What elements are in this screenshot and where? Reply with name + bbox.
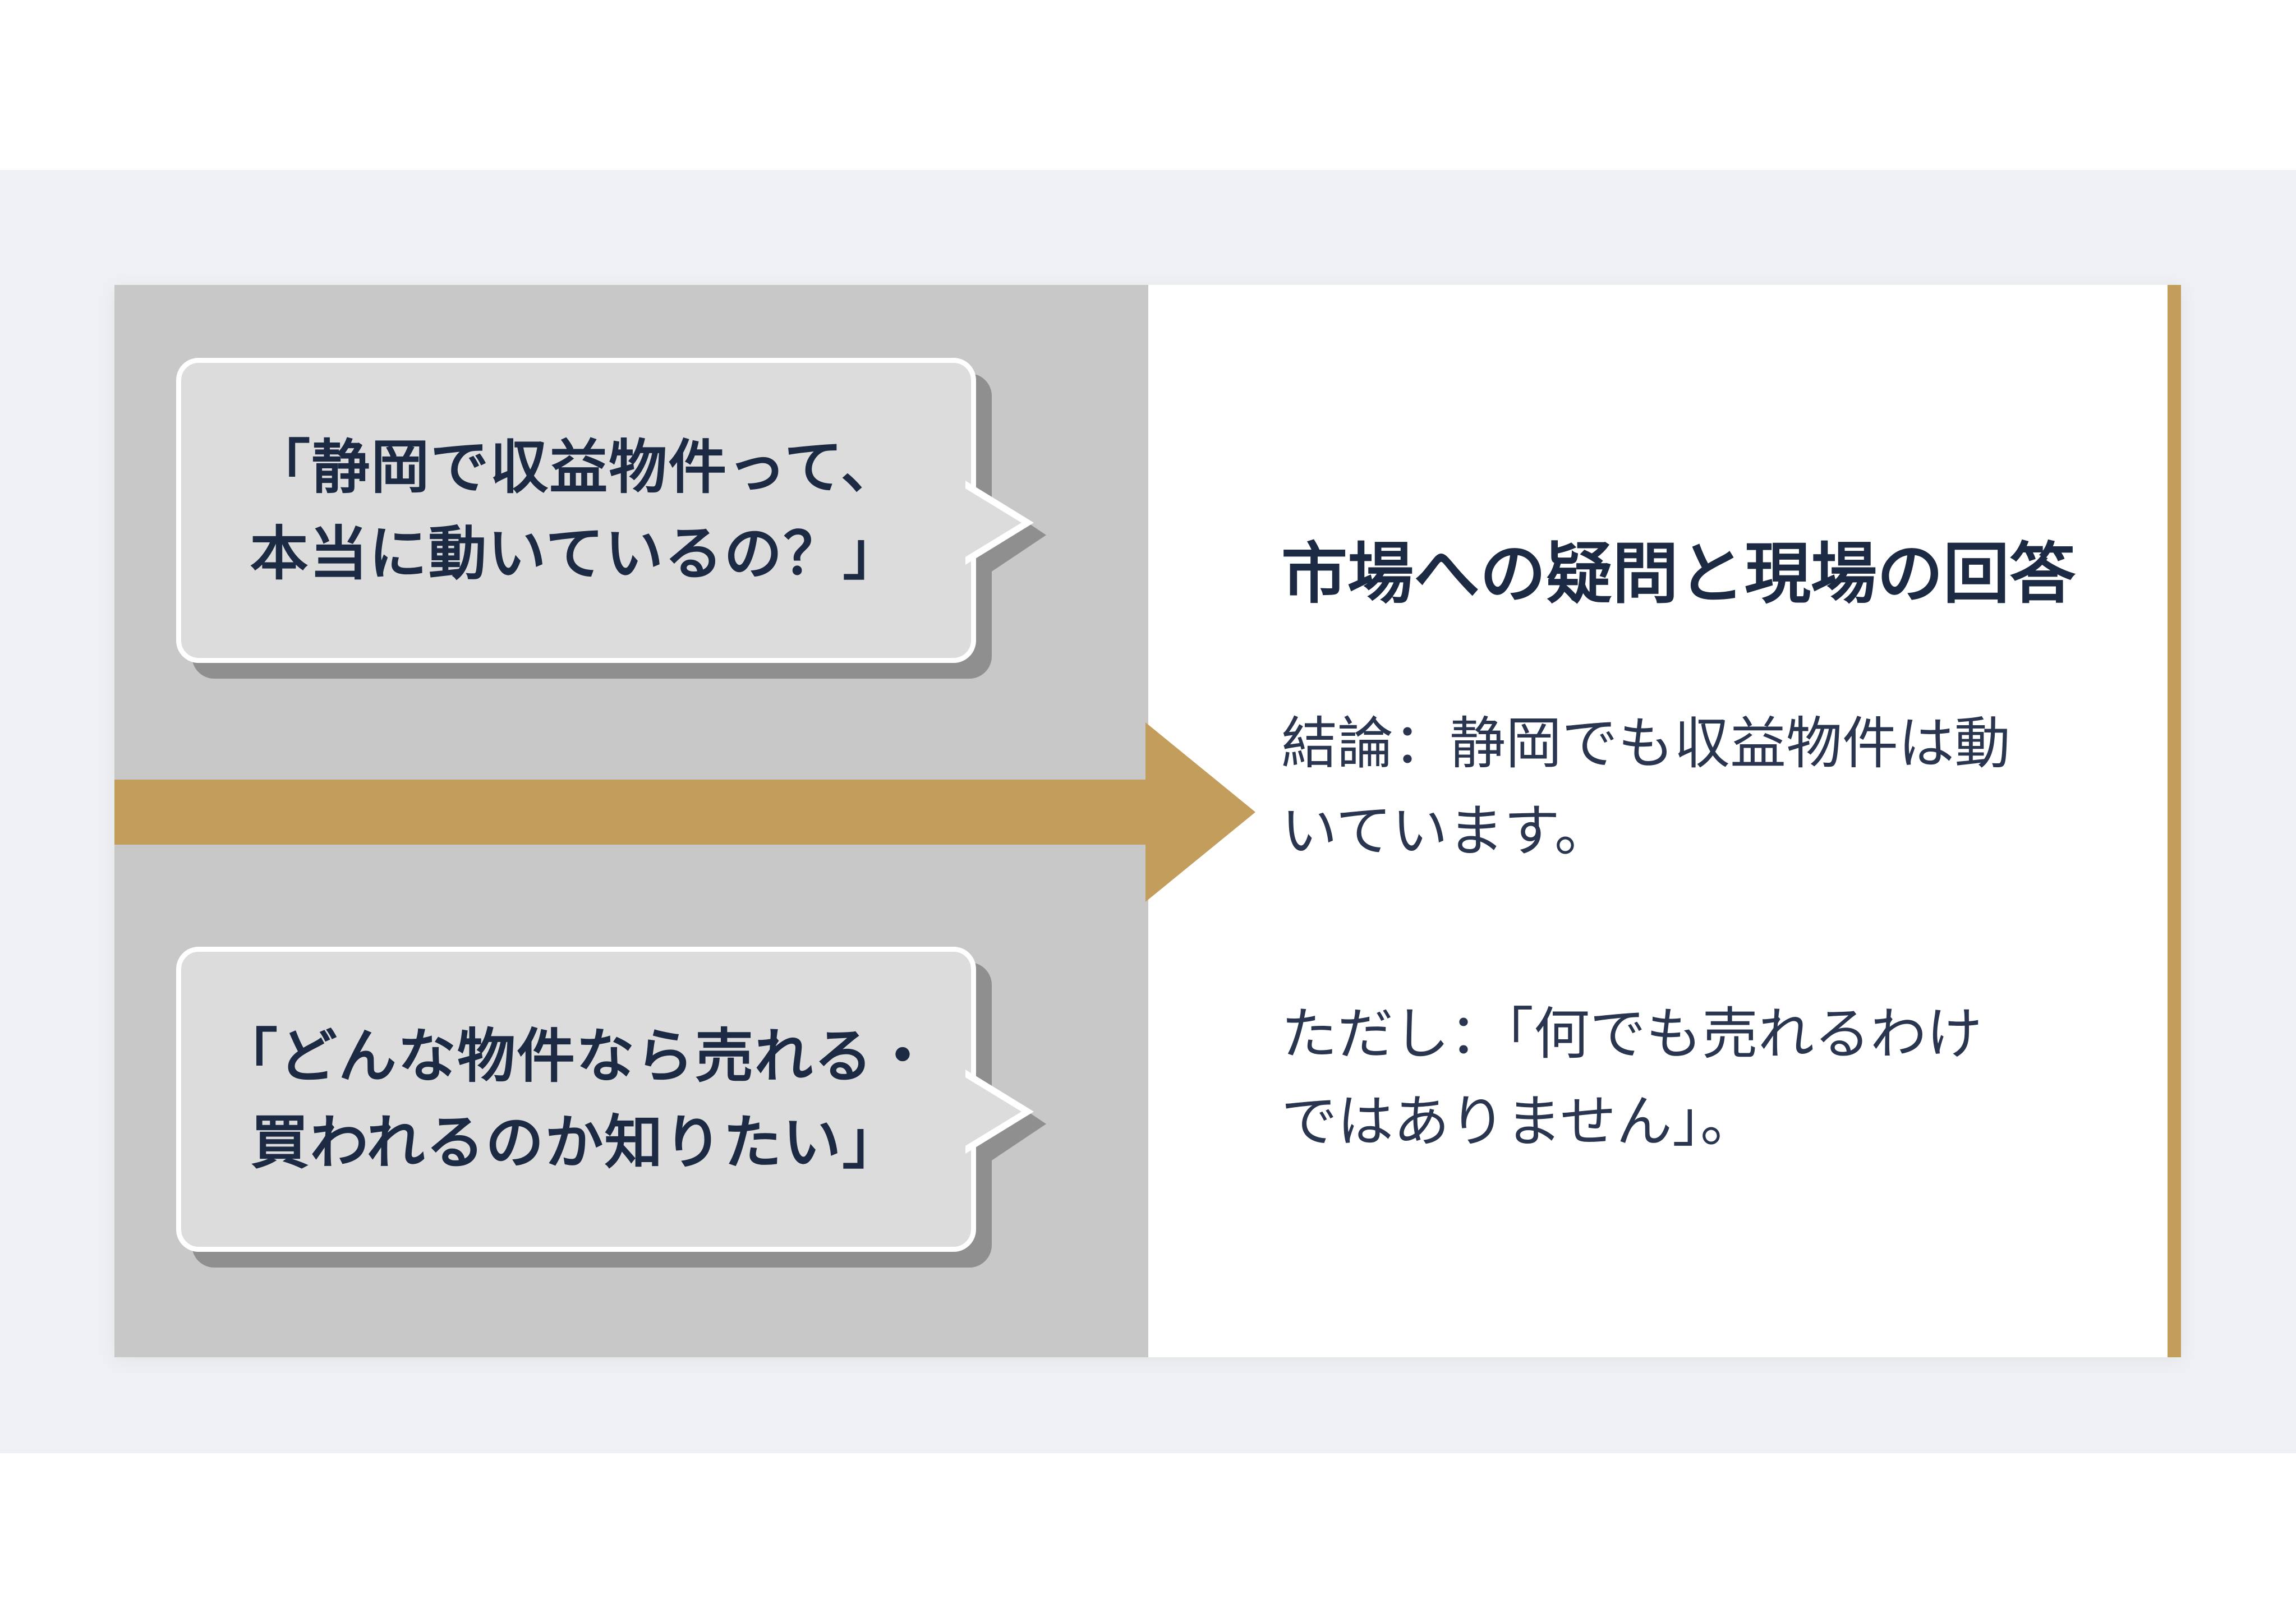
- question-bubble-1: 「静岡で収益物件って、 本当に動いているの？」: [176, 358, 1046, 663]
- conclusion-text: 結論：静岡でも収益物件は動 いています。: [1281, 700, 2134, 875]
- question-text-1: 「静岡で収益物件って、 本当に動いているの？」: [250, 424, 903, 597]
- question-2-line-2: 買われるのか知りたい」: [250, 1108, 902, 1177]
- conclusion-line-2: いています。: [1281, 798, 1611, 864]
- question-text-2: 「どんな物件なら売れる・ 買われるのか知りたい」: [219, 1013, 933, 1186]
- conclusion-line-1: 結論：静岡でも収益物件は動: [1281, 711, 2010, 776]
- question-1-line-1: 「静岡で収益物件って、: [252, 433, 900, 501]
- arrow-right-icon: [114, 722, 1255, 902]
- bubble-tail-2: [965, 1070, 1046, 1166]
- caveat-line-1: ただし：「何でも売れるわけ: [1281, 1001, 1982, 1067]
- caveat-text: ただし：「何でも売れるわけ ではありません」。: [1281, 990, 2134, 1165]
- slide-card: 「静岡で収益物件って、 本当に動いているの？」 「どんな物件なら売れる・ 買われ…: [114, 285, 2181, 1357]
- question-bubble-2: 「どんな物件なら売れる・ 買われるのか知りたい」: [176, 947, 1046, 1252]
- caveat-line-2: ではありません」。: [1281, 1089, 1756, 1154]
- question-1-line-2: 本当に動いているの？」: [250, 519, 903, 588]
- accent-bar: [2168, 285, 2181, 1357]
- bubble-tail-1: [965, 481, 1046, 577]
- section-title: 市場への疑問と現場の回答: [1281, 535, 2076, 612]
- question-2-line-1: 「どんな物件なら売れる・: [219, 1022, 933, 1090]
- answer-panel: 市場への疑問と現場の回答 結論：静岡でも収益物件は動 いています。 ただし：「何…: [1281, 532, 2134, 1165]
